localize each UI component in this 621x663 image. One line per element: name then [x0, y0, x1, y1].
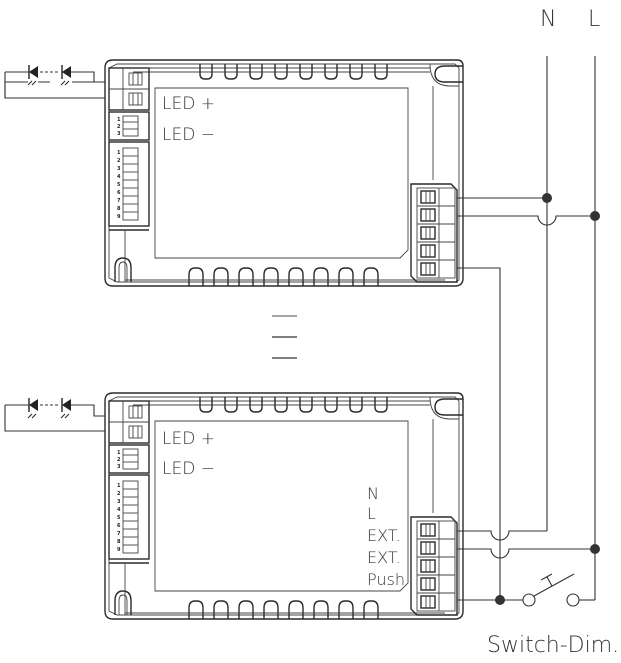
live-label: L — [588, 7, 600, 32]
driver-2-wiring — [457, 530, 600, 605]
driver-1-wiring — [457, 193, 600, 600]
driver-2: LED + LED − N L EXT. EXT. Push — [4, 392, 464, 620]
terminal-label-ext-1: EXT. — [367, 526, 401, 545]
switch-contact-icon — [522, 593, 536, 607]
led-string-2 — [4, 397, 105, 432]
push-switch: Switch-Dim. — [487, 573, 619, 658]
continuation-marks — [272, 315, 297, 359]
led-icon — [60, 64, 72, 86]
neutral-label: N — [540, 7, 556, 32]
terminal-label-l: L — [367, 504, 376, 523]
switch-dim-label: Switch-Dim. — [487, 633, 619, 658]
led-icon — [60, 397, 72, 419]
led-icon — [27, 64, 39, 86]
led-minus-label: LED − — [162, 125, 215, 145]
switch-contact-icon — [566, 593, 580, 607]
driver-1: LED + LED − — [4, 59, 464, 287]
led-plus-label: LED + — [162, 429, 215, 449]
led-string-1 — [4, 64, 105, 99]
terminal-label-push: Push — [367, 570, 405, 589]
terminal-label-n: N — [367, 484, 379, 503]
led-plus-label: LED + — [162, 94, 215, 114]
led-icon — [27, 397, 39, 419]
terminal-label-ext-2: EXT. — [367, 548, 401, 567]
led-minus-label: LED − — [162, 459, 215, 479]
